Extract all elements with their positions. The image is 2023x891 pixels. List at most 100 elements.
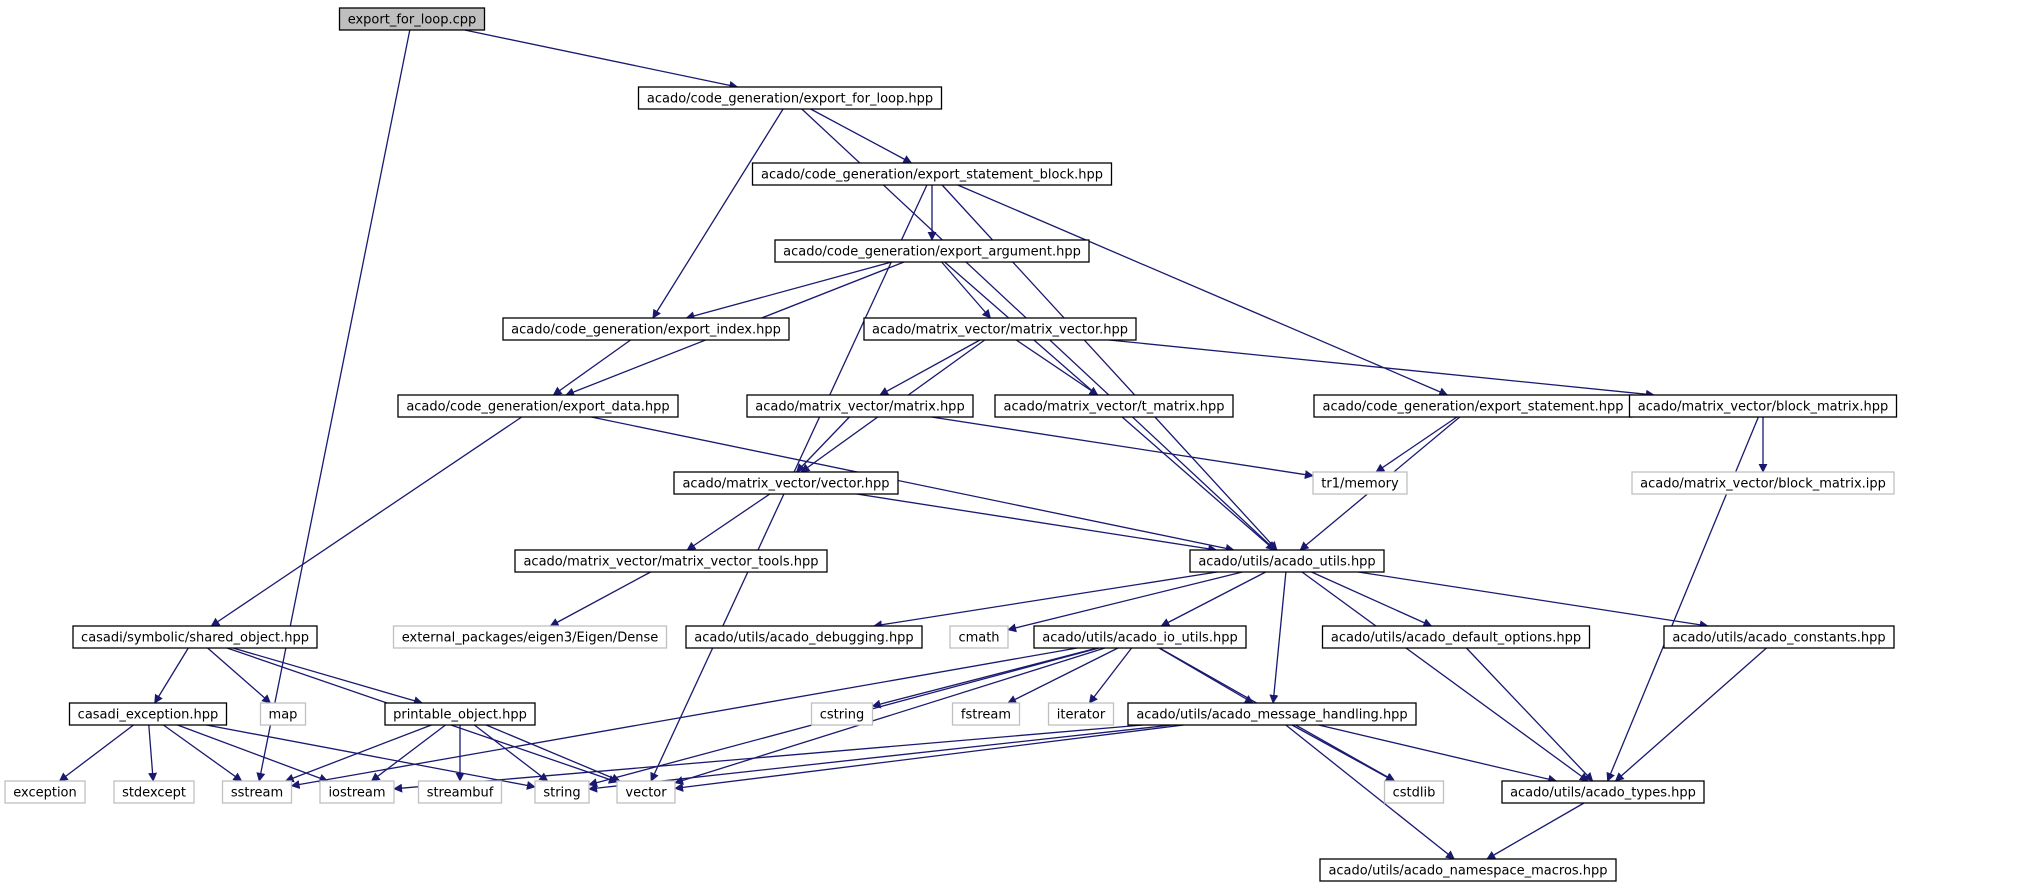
- node-tr1: tr1/memory: [1312, 471, 1408, 495]
- edge-utils-to-cmath: [1007, 571, 1243, 633]
- node-box: [1501, 780, 1705, 804]
- edge-casobj-to-printobj: [232, 647, 423, 706]
- node-cstdlib: cstdlib: [1383, 780, 1445, 804]
- edge-consts-to-types: [1614, 647, 1767, 782]
- node-box: [1628, 394, 1898, 418]
- node-box: [1127, 702, 1417, 726]
- node-map: map: [259, 702, 307, 726]
- node-box: [994, 394, 1234, 418]
- edge-earg-to-eidx: [685, 261, 892, 321]
- node-box: [1033, 625, 1247, 649]
- edge-casexc-to-sstream: [163, 724, 243, 782]
- node-box: [113, 780, 195, 804]
- node-label: acado/code_generation/export_statement.h…: [1322, 400, 1623, 415]
- node-label: acado/matrix_vector/block_matrix.ipp: [1640, 477, 1886, 492]
- node-label: printable_object.hpp: [393, 708, 527, 723]
- node-label: acado/code_generation/export_for_loop.hp…: [647, 92, 933, 107]
- node-msg[interactable]: acado/utils/acado_message_handling.hpp: [1127, 702, 1417, 726]
- node-label: stdexcept: [122, 786, 186, 801]
- node-box: [1321, 625, 1591, 649]
- node-label: acado/utils/acado_default_options.hpp: [1331, 631, 1581, 646]
- node-estmt[interactable]: acado/code_generation/export_statement.h…: [1313, 394, 1633, 418]
- node-box: [534, 780, 590, 804]
- node-label: external_packages/eigen3/Eigen/Dense: [402, 631, 659, 646]
- node-box: [338, 7, 486, 31]
- edge-vec-to-utils: [856, 493, 1218, 554]
- edge-msg-to-iostream: [393, 724, 1144, 793]
- node-mvm[interactable]: acado/matrix_vector/matrix.hpp: [746, 394, 974, 418]
- node-casobj[interactable]: casadi/symbolic/shared_object.hpp: [72, 625, 318, 649]
- edge-mvmv-to-bm: [1108, 339, 1655, 399]
- node-bm[interactable]: acado/matrix_vector/block_matrix.hpp: [1628, 394, 1898, 418]
- node-sstream: sstream: [221, 780, 293, 804]
- node-vec[interactable]: acado/matrix_vector/vector.hpp: [673, 471, 899, 495]
- node-box: [4, 780, 86, 804]
- node-box: [1663, 625, 1895, 649]
- node-efl_hpp[interactable]: acado/code_generation/export_for_loop.hp…: [637, 86, 943, 110]
- edge-mvmv-to-mvm: [879, 339, 981, 396]
- edge-casexc-to-string: [206, 724, 536, 790]
- node-types[interactable]: acado/utils/acado_types.hpp: [1501, 780, 1705, 804]
- edge-efl_hpp-to-eidx: [652, 108, 784, 319]
- edge-defopt-to-types: [1465, 647, 1594, 782]
- node-mvt[interactable]: acado/matrix_vector/t_matrix.hpp: [994, 394, 1234, 418]
- edge-edata-to-casobj: [210, 416, 523, 627]
- node-box: [319, 780, 395, 804]
- edge-mvm-to-vec: [795, 416, 850, 473]
- node-root[interactable]: export_for_loop.cpp: [338, 7, 486, 31]
- node-mvtools[interactable]: acado/matrix_vector/matrix_vector_tools.…: [514, 549, 828, 573]
- node-utils[interactable]: acado/utils/acado_utils.hpp: [1189, 549, 1385, 573]
- node-eidx[interactable]: acado/code_generation/export_index.hpp: [502, 317, 790, 341]
- node-esb[interactable]: acado/code_generation/export_statement_b…: [751, 162, 1113, 186]
- node-earg[interactable]: acado/code_generation/export_argument.hp…: [774, 239, 1090, 263]
- node-printobj[interactable]: printable_object.hpp: [384, 702, 536, 726]
- edge-io-to-fstream: [1007, 647, 1119, 704]
- edge-mvtools-to-eigen: [549, 571, 651, 627]
- edge-earg-to-mvmv: [941, 261, 991, 319]
- node-consts[interactable]: acado/utils/acado_constants.hpp: [1663, 625, 1895, 649]
- node-eigen: external_packages/eigen3/Eigen/Dense: [392, 625, 668, 649]
- edge-msg-to-cstdlib: [1291, 724, 1395, 782]
- node-label: acado/matrix_vector/matrix_vector_tools.…: [523, 555, 818, 570]
- node-label: iostream: [328, 786, 385, 801]
- node-box: [1189, 549, 1385, 573]
- node-io[interactable]: acado/utils/acado_io_utils.hpp: [1033, 625, 1247, 649]
- node-dbg[interactable]: acado/utils/acado_debugging.hpp: [685, 625, 923, 649]
- node-label: acado/matrix_vector/matrix.hpp: [755, 400, 964, 415]
- node-label: acado/code_generation/export_index.hpp: [511, 323, 781, 338]
- edge-io-to-iterator: [1088, 647, 1133, 704]
- node-mvmv[interactable]: acado/matrix_vector/matrix_vector.hpp: [863, 317, 1137, 341]
- node-box: [259, 702, 307, 726]
- node-vector: vector: [616, 780, 676, 804]
- node-label: casadi/symbolic/shared_object.hpp: [81, 631, 309, 646]
- node-edata[interactable]: acado/code_generation/export_data.hpp: [397, 394, 679, 418]
- node-defopt[interactable]: acado/utils/acado_default_options.hpp: [1321, 625, 1591, 649]
- edge-root-to-efl_hpp: [464, 29, 739, 90]
- node-casexc[interactable]: casadi_exception.hpp: [68, 702, 228, 726]
- node-label: exception: [13, 786, 77, 801]
- node-label: streambuf: [427, 786, 494, 801]
- node-label: cmath: [958, 631, 999, 646]
- edge-mvm-to-tr1: [931, 416, 1314, 480]
- edge-utils-to-types: [1301, 571, 1589, 782]
- node-box: [810, 702, 874, 726]
- node-box: [72, 625, 318, 649]
- node-label: acado/utils/acado_namespace_macros.hpp: [1328, 864, 1607, 879]
- edge-msg-to-types: [1318, 724, 1558, 784]
- edge-estmt-to-tr1: [1375, 416, 1458, 473]
- node-label: acado/matrix_vector/block_matrix.hpp: [1638, 400, 1888, 415]
- edge-msg-to-string: [588, 724, 1172, 793]
- node-label: cstring: [820, 708, 864, 723]
- node-box: [502, 317, 790, 341]
- node-box: [384, 702, 536, 726]
- node-box: [616, 780, 676, 804]
- node-box: [685, 625, 923, 649]
- node-box: [397, 394, 679, 418]
- node-label: acado/utils/acado_constants.hpp: [1672, 631, 1885, 646]
- node-label: acado/code_generation/export_statement_b…: [761, 168, 1103, 183]
- node-cstring: cstring: [810, 702, 874, 726]
- node-box: [949, 625, 1009, 649]
- node-fstream: fstream: [951, 702, 1021, 726]
- node-ns[interactable]: acado/utils/acado_namespace_macros.hpp: [1319, 858, 1617, 882]
